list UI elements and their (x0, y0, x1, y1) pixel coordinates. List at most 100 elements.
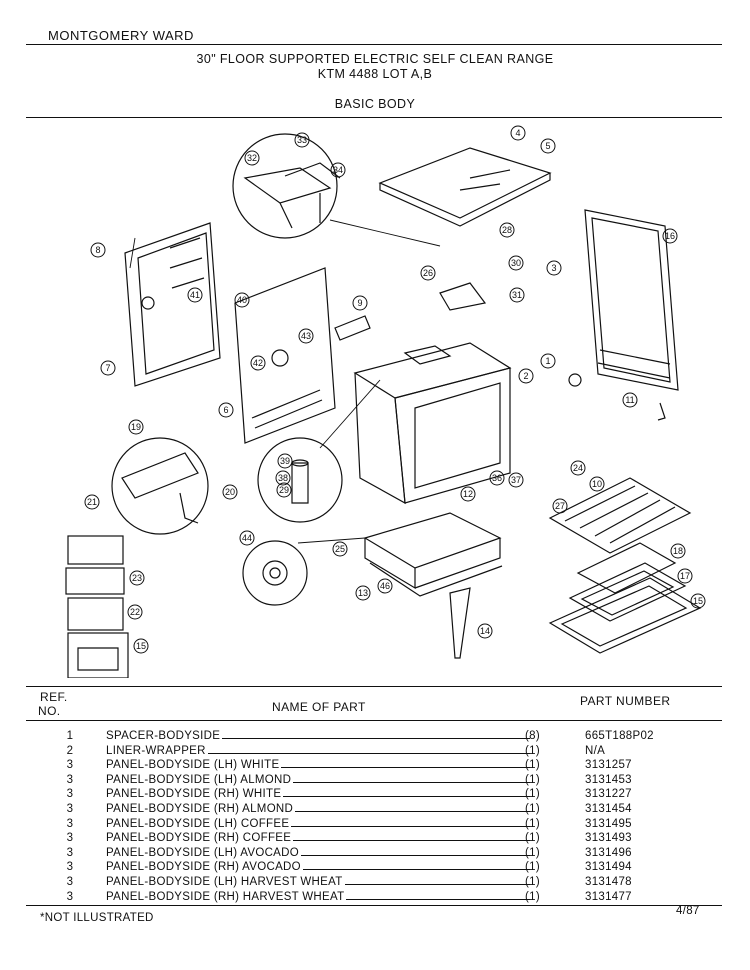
svg-text:40: 40 (237, 295, 247, 305)
col-part-header: PART NUMBER (580, 694, 671, 708)
leader-line (106, 781, 530, 783)
table-row: 2 LINER-WRAPPER (1) N/A (60, 744, 680, 760)
ref-number: 3 (66, 773, 74, 786)
leader-line (106, 796, 530, 798)
col-name-header: NAME OF PART (272, 700, 366, 714)
leader-line (106, 840, 530, 842)
ref-number: 3 (66, 817, 74, 830)
svg-text:28: 28 (502, 225, 512, 235)
part-quantity: (1) (525, 759, 540, 772)
page-title: 30" FLOOR SUPPORTED ELECTRIC SELF CLEAN … (196, 52, 554, 66)
svg-text:14: 14 (480, 626, 490, 636)
leader-line (106, 767, 530, 769)
part-number: 3131495 (585, 817, 632, 830)
svg-text:41: 41 (190, 290, 200, 300)
svg-text:37: 37 (511, 475, 521, 485)
svg-text:32: 32 (247, 153, 257, 163)
leader-line (106, 811, 530, 812)
svg-text:16: 16 (665, 231, 675, 241)
part-number: 3131453 (585, 773, 632, 786)
ref-number: 3 (66, 846, 74, 859)
svg-text:5: 5 (545, 141, 550, 151)
part-quantity: (1) (525, 832, 540, 845)
section-rule (26, 117, 722, 118)
ref-number: 1 (66, 730, 74, 742)
leader-line (106, 854, 530, 856)
part-name: PANEL-BODYSIDE (RH) HARVEST WHEAT (106, 890, 347, 903)
leader-line (106, 738, 530, 739)
part-name: PANEL-BODYSIDE (RH) COFFEE (106, 832, 294, 845)
table-row: 3 PANEL-BODYSIDE (LH) ALMOND (1) 3131453 (60, 773, 680, 789)
part-name: PANEL-BODYSIDE (RH) AVOCADO (106, 861, 303, 874)
oven-liner-part (353, 342, 512, 505)
ref-number: 3 (66, 759, 74, 772)
part-number: 3131493 (585, 832, 632, 845)
part-number: 3131496 (585, 846, 632, 859)
ref-number: 3 (66, 803, 74, 815)
svg-text:29: 29 (279, 485, 289, 495)
svg-text:7: 7 (105, 363, 110, 373)
svg-text:17: 17 (680, 571, 690, 581)
ref-number: 2 (66, 744, 74, 757)
svg-text:2: 2 (523, 371, 528, 381)
svg-text:20: 20 (225, 487, 235, 497)
brand-name: MONTGOMERY WARD (48, 28, 194, 43)
part-number: 3131478 (585, 876, 632, 888)
part-number: 3131494 (585, 861, 632, 874)
part-quantity: (1) (525, 861, 540, 874)
misc-bracket-parts (334, 282, 666, 659)
part-number: 3131454 (585, 803, 632, 815)
ref-number: 3 (66, 876, 74, 888)
svg-text:26: 26 (423, 268, 433, 278)
svg-text:3: 3 (551, 263, 556, 273)
col-ref-header-line1: REF. (40, 690, 68, 704)
svg-text:1: 1 (545, 356, 550, 366)
part-name: PANEL-BODYSIDE (RH) ALMOND (106, 803, 296, 815)
part-quantity: (8) (525, 730, 540, 742)
exploded-parts-diagram: 33 32 34 4 5 16 3 8 7 41 40 42 43 6 9 28… (65, 125, 706, 678)
ref-number: 3 (66, 788, 74, 801)
part-name: PANEL-BODYSIDE (LH) COFFEE (106, 817, 292, 830)
table-row: 3 PANEL-BODYSIDE (RH) ALMOND (1) 3131454 (60, 803, 680, 818)
svg-text:42: 42 (253, 358, 263, 368)
leader-line (106, 825, 530, 827)
part-quantity: (1) (525, 803, 540, 815)
svg-text:31: 31 (512, 290, 522, 300)
svg-text:44: 44 (242, 533, 252, 543)
part-name: PANEL-BODYSIDE (LH) AVOCADO (106, 846, 301, 859)
part-name: PANEL-BODYSIDE (RH) WHITE (106, 788, 284, 801)
part-quantity: (1) (525, 890, 540, 903)
svg-text:8: 8 (95, 245, 100, 255)
header-rule (26, 44, 722, 45)
ref-number: 3 (66, 890, 74, 903)
detail-latch-circle (111, 437, 209, 535)
part-number: 3131257 (585, 759, 632, 772)
part-number: 3131227 (585, 788, 632, 801)
part-name: LINER-WRAPPER (106, 744, 208, 757)
left-side-panel-part (124, 222, 221, 387)
table-header-rule (26, 720, 722, 721)
svg-text:43: 43 (301, 331, 311, 341)
detail-burner-circle (257, 437, 343, 523)
leader-line (106, 869, 530, 871)
detail-bracket-circle (232, 133, 341, 239)
svg-text:39: 39 (280, 456, 290, 466)
part-quantity: (1) (525, 773, 540, 786)
svg-text:10: 10 (592, 479, 602, 489)
svg-text:18: 18 (673, 546, 683, 556)
part-name: PANEL-BODYSIDE (LH) ALMOND (106, 773, 294, 786)
part-quantity: (1) (525, 744, 540, 757)
svg-text:21: 21 (87, 497, 97, 507)
part-number: N/A (585, 744, 606, 757)
svg-text:25: 25 (335, 544, 345, 554)
svg-text:30: 30 (511, 258, 521, 268)
detail-knob-circle (242, 540, 308, 606)
footer-rule (26, 905, 722, 906)
